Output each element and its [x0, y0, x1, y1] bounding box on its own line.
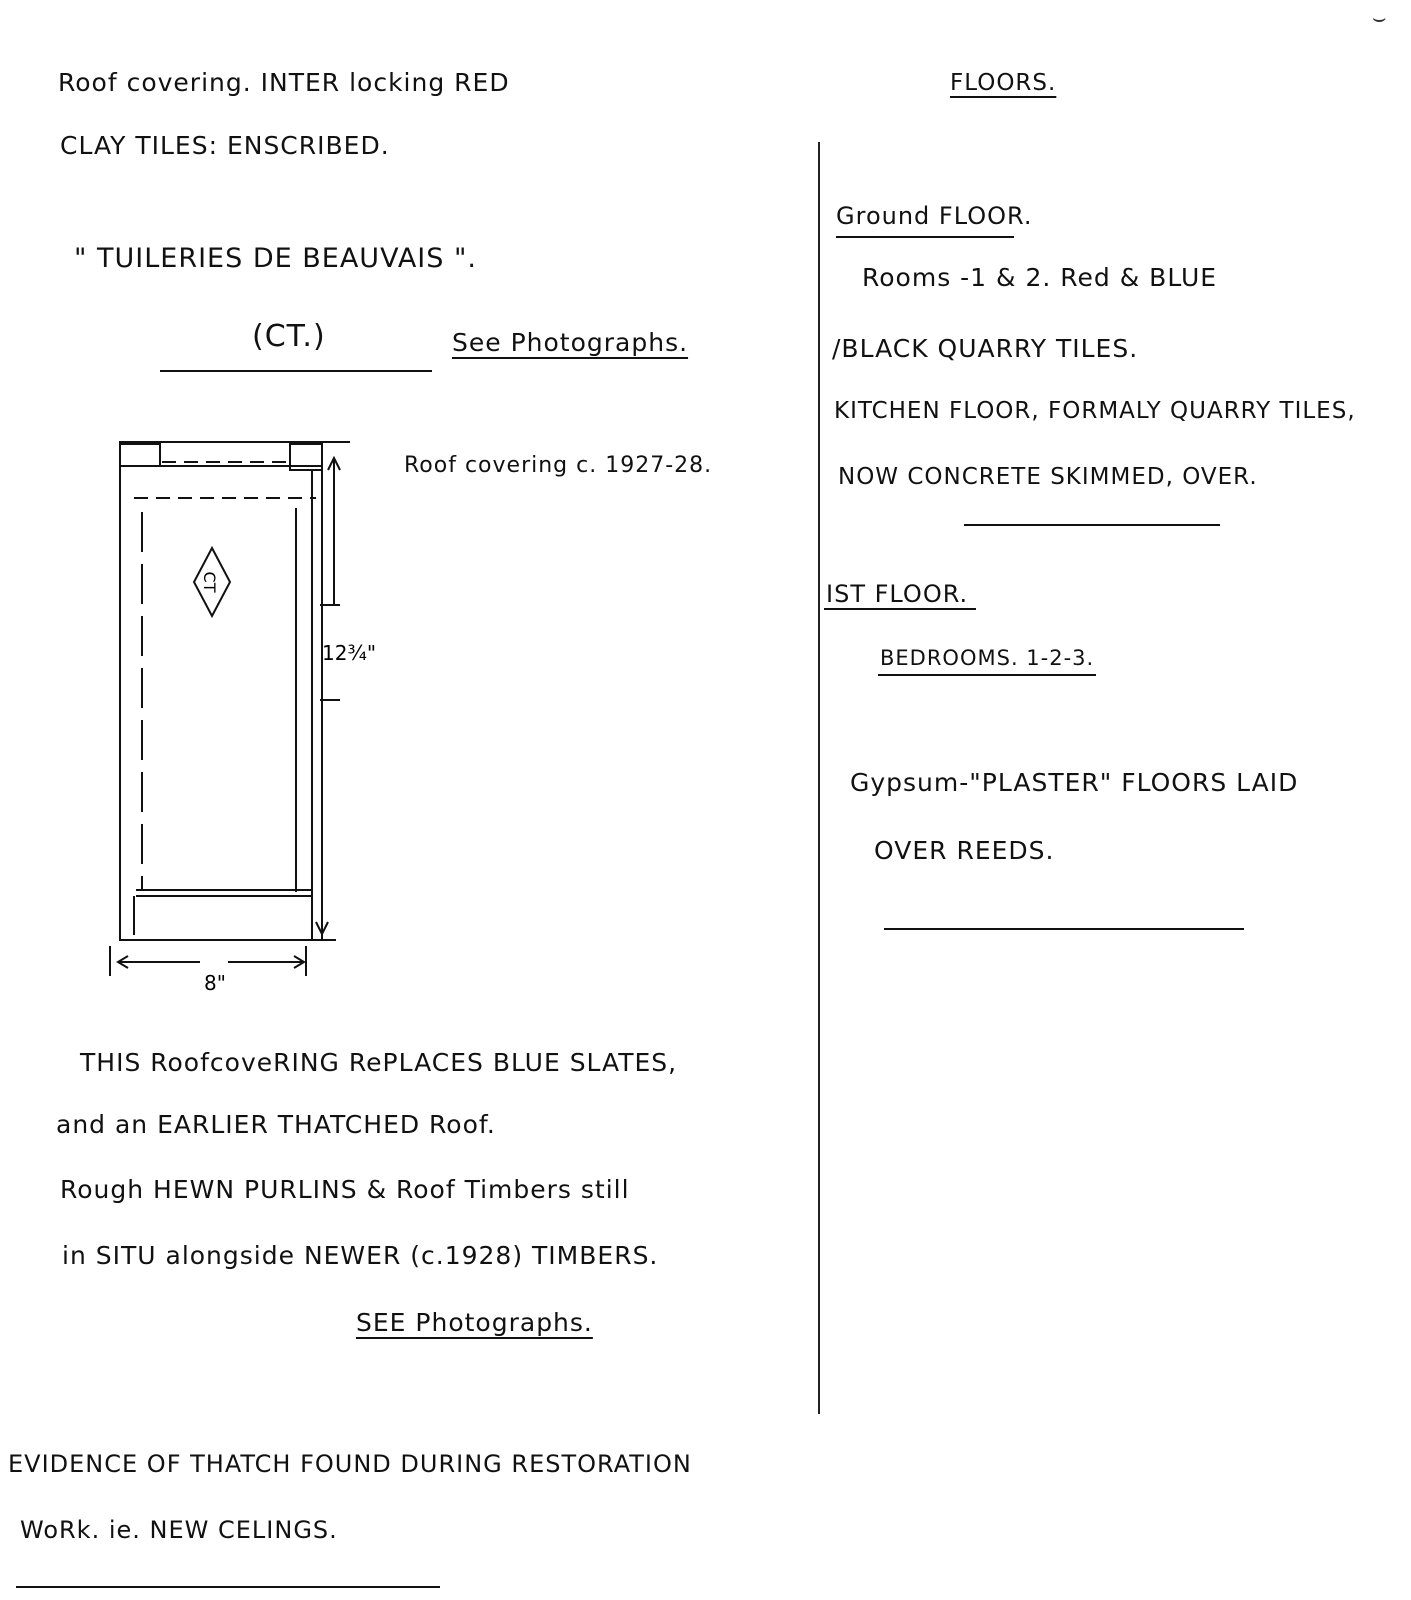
column-divider [818, 142, 820, 1414]
see-photographs-2: SEE Photographs. [356, 1308, 593, 1337]
ground-floor-heading: Ground FLOOR. [836, 202, 1033, 230]
gypsum-line-1: Gypsum-"PLASTER" FLOORS LAID [850, 768, 1299, 797]
ground-floor-rule [964, 524, 1220, 526]
roof-para-line-2: and an EARLIER THATCHED Roof. [56, 1110, 496, 1139]
ground-floor-line-4: NOW CONCRETE SKIMMED, OVER. [838, 464, 1258, 490]
ct-emblem [192, 545, 232, 619]
tile-inscription: " TUILERIES DE BEAUVAIS ". [74, 243, 477, 274]
ct-mark: (CT.) [252, 319, 326, 354]
page-corner-mark: ⌣ [1372, 6, 1387, 31]
roof-covering-line-1: Roof covering. INTER locking RED [58, 68, 510, 97]
roof-covering-line-2: CLAY TILES: ENSCRIBED. [60, 131, 390, 160]
bedrooms-underline [878, 674, 1096, 676]
ct-emblem-label: CT [200, 572, 219, 593]
see-photographs-1: See Photographs. [452, 328, 689, 357]
sketch-caption: Roof covering c. 1927-28. [404, 453, 713, 478]
ground-floor-underline [836, 236, 1014, 238]
evidence-line-2: WoRk. ie. NEW CELINGS. [20, 1516, 338, 1544]
ground-floor-line-1: Rooms -1 & 2. Red & BLUE [862, 263, 1218, 292]
roof-para-line-3: Rough HEWN PURLINS & Roof Timbers still [60, 1175, 630, 1204]
gypsum-rule [884, 928, 1244, 930]
roof-para-line-1: THIS RoofcoveRING RePLACES BLUE SLATES, [80, 1048, 678, 1077]
gypsum-line-2: OVER REEDS. [874, 836, 1055, 865]
height-dimension-label: 12¾" [322, 641, 376, 665]
tile-outline [119, 441, 323, 941]
ct-underline [160, 370, 432, 372]
roof-para-line-4: in SITU alongside NEWER (c.1928) TIMBERS… [62, 1241, 659, 1270]
evidence-line-1: EVIDENCE OF THATCH FOUND DURING RESTORAT… [8, 1450, 692, 1478]
ground-floor-line-3: KITCHEN FLOOR, FORMALY QUARRY TILES, [834, 398, 1356, 424]
width-dimension-label: 8" [204, 971, 226, 995]
bedrooms-label: BEDROOMS. 1-2-3. [880, 646, 1095, 670]
floors-heading: FLOORS. [950, 70, 1057, 96]
first-floor-heading: IST FLOOR. [826, 580, 969, 608]
first-floor-underline [824, 608, 976, 610]
evidence-rule [16, 1586, 440, 1588]
ground-floor-line-2: /BLACK QUARRY TILES. [832, 334, 1139, 363]
